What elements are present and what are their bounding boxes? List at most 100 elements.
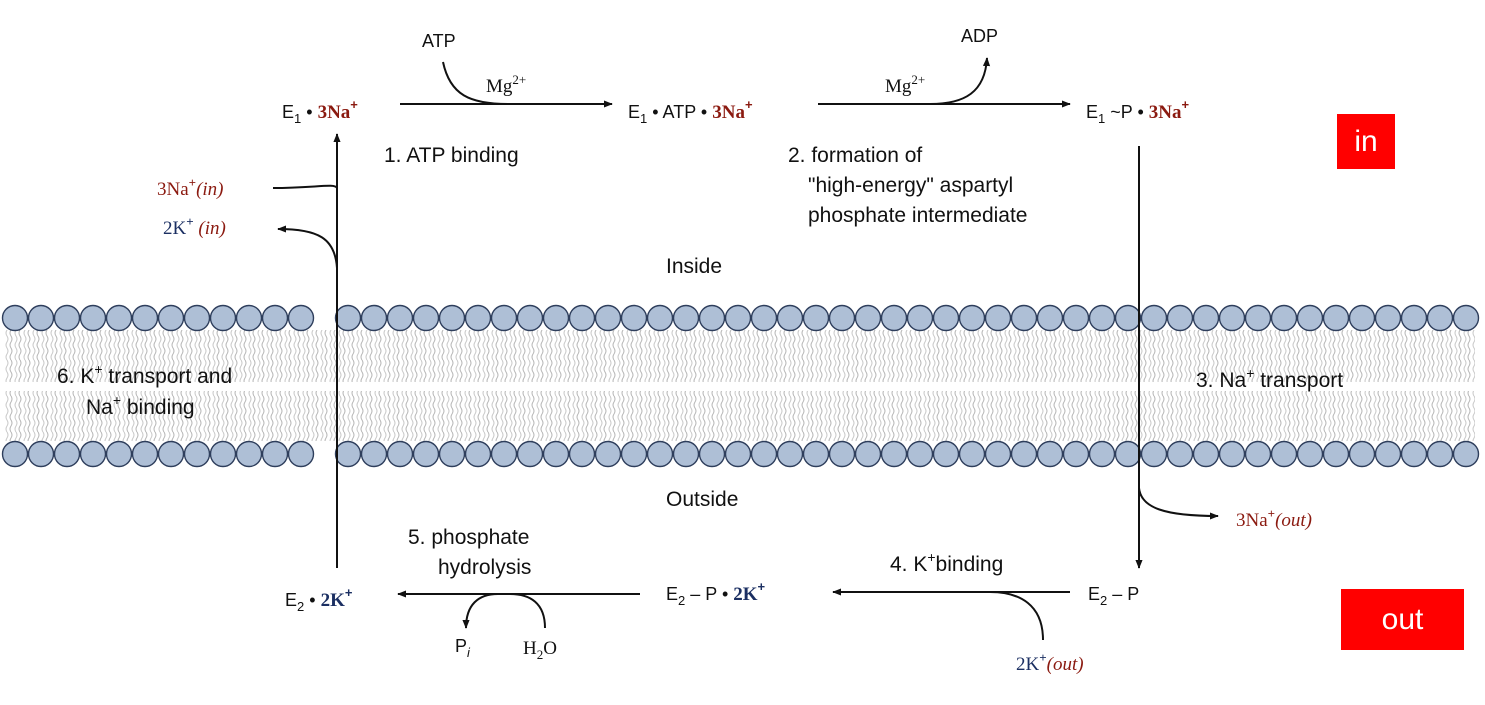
lipid-head bbox=[490, 440, 518, 468]
na-in-label: 3Na+(in) bbox=[157, 175, 224, 200]
lipid-head bbox=[1218, 304, 1246, 332]
lipid-head bbox=[1114, 440, 1142, 468]
lipid-head bbox=[287, 440, 315, 468]
arrow-atp-in bbox=[442, 61, 509, 105]
k-in-label: 2K+ (in) bbox=[163, 214, 226, 239]
na-out-label: 3Na+(out) bbox=[1236, 506, 1312, 531]
lipid-head bbox=[412, 440, 440, 468]
reaction-arrows bbox=[272, 57, 1219, 641]
arrow-k-release bbox=[277, 225, 338, 269]
mg-label-2: Mg2+ bbox=[885, 72, 925, 97]
lipid-head bbox=[105, 304, 133, 332]
upper-lipid-heads bbox=[1, 304, 1480, 332]
species-e2-2k: E2 • 2K+ bbox=[285, 585, 353, 614]
lipid-head bbox=[1166, 304, 1194, 332]
lipid-head bbox=[183, 440, 211, 468]
lipid-head bbox=[386, 440, 414, 468]
outside-label: Outside bbox=[666, 488, 738, 511]
lipid-head bbox=[516, 440, 544, 468]
lipid-head bbox=[157, 304, 185, 332]
lipid-head bbox=[464, 304, 492, 332]
k-out-label: 2K+(out) bbox=[1016, 650, 1084, 675]
lipid-head bbox=[79, 440, 107, 468]
arrow-h2o-in bbox=[509, 593, 546, 629]
species-e2p-2k: E2 – P • 2K+ bbox=[666, 579, 766, 608]
lipid-head bbox=[1140, 440, 1168, 468]
lipid-head bbox=[698, 440, 726, 468]
lipid-head bbox=[620, 304, 648, 332]
lipid-head bbox=[646, 304, 674, 332]
lipid-head bbox=[1010, 440, 1038, 468]
pi-label: Pi bbox=[455, 636, 471, 660]
lipid-head bbox=[1322, 304, 1350, 332]
lipid-head bbox=[516, 304, 544, 332]
lipid-head bbox=[1192, 304, 1220, 332]
lipid-head bbox=[828, 304, 856, 332]
lipid-head bbox=[802, 440, 830, 468]
lipid-head bbox=[958, 304, 986, 332]
lipid-head bbox=[1036, 304, 1064, 332]
lipid-head bbox=[287, 304, 315, 332]
lipid-head bbox=[1426, 304, 1454, 332]
arrow-k-out-in bbox=[989, 591, 1044, 641]
lipid-head bbox=[1400, 304, 1428, 332]
lipid-head bbox=[105, 440, 133, 468]
lipid-head bbox=[1, 440, 29, 468]
lipid-head bbox=[386, 304, 414, 332]
lipid-head bbox=[1426, 440, 1454, 468]
lipid-head bbox=[53, 440, 81, 468]
lipid-head bbox=[880, 440, 908, 468]
step-3-label: 3. Na+ transport bbox=[1196, 365, 1343, 392]
step-5-label: 5. phosphate hydrolysis bbox=[408, 526, 535, 579]
arrow-na-release bbox=[272, 184, 338, 189]
lipid-head bbox=[1088, 304, 1116, 332]
lipid-head bbox=[1036, 440, 1064, 468]
h2o-label: H2O bbox=[523, 638, 557, 662]
lipid-head bbox=[235, 304, 263, 332]
lipid-head bbox=[27, 304, 55, 332]
lipid-head bbox=[750, 304, 778, 332]
species-e1-3na: E1 • 3Na+ bbox=[282, 97, 358, 126]
lipid-head bbox=[157, 440, 185, 468]
lipid-head bbox=[932, 440, 960, 468]
species-e1p-3na: E1 ~P • 3Na+ bbox=[1086, 97, 1189, 126]
lipid-head bbox=[776, 304, 804, 332]
arrow-adp-out bbox=[929, 57, 991, 105]
arrow-pi-out bbox=[462, 593, 499, 629]
lipid-head bbox=[1348, 304, 1376, 332]
lipid-head bbox=[932, 304, 960, 332]
lipid-head bbox=[984, 440, 1012, 468]
mg-label-1: Mg2+ bbox=[486, 72, 526, 97]
lipid-head bbox=[261, 304, 289, 332]
lipid-head bbox=[646, 440, 674, 468]
lipid-head bbox=[27, 440, 55, 468]
lipid-head bbox=[568, 440, 596, 468]
lipid-head bbox=[464, 440, 492, 468]
lipid-head bbox=[906, 440, 934, 468]
lipid-head bbox=[209, 440, 237, 468]
lipid-head bbox=[1062, 304, 1090, 332]
lipid-head bbox=[131, 440, 159, 468]
lipid-head bbox=[235, 440, 263, 468]
lipid-head bbox=[594, 440, 622, 468]
lipid-head bbox=[1088, 440, 1116, 468]
species-e1-atp-3na: E1 • ATP • 3Na+ bbox=[628, 97, 753, 126]
lipid-head bbox=[438, 440, 466, 468]
inside-label: Inside bbox=[666, 255, 722, 278]
lipid-head bbox=[724, 304, 752, 332]
in-tag: in bbox=[1337, 114, 1395, 169]
lipid-head bbox=[672, 440, 700, 468]
lipid-head bbox=[750, 440, 778, 468]
lipid-head bbox=[958, 440, 986, 468]
lipid-head bbox=[1348, 440, 1376, 468]
lipid-head bbox=[1166, 440, 1194, 468]
lipid-head bbox=[620, 440, 648, 468]
lipid-head bbox=[776, 440, 804, 468]
lipid-head bbox=[209, 304, 237, 332]
lipid-head bbox=[1244, 440, 1272, 468]
lipid-head bbox=[1244, 304, 1272, 332]
lipid-head bbox=[261, 440, 289, 468]
adp-label: ADP bbox=[961, 26, 998, 46]
lipid-head bbox=[880, 304, 908, 332]
